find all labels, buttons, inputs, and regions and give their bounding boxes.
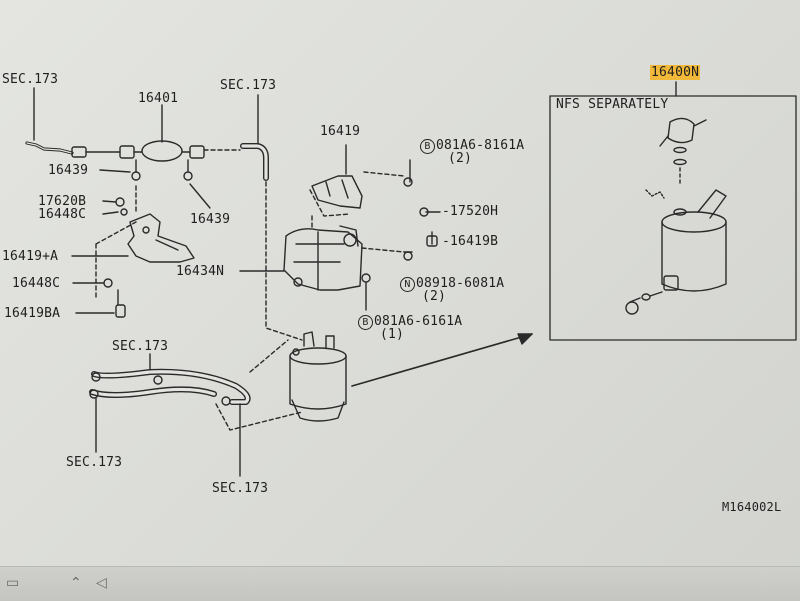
label-bolt-081a6-8161a-qty: (2) <box>448 151 473 166</box>
part-16400n-highlight: 16400N <box>650 65 701 80</box>
speaker-icon[interactable]: ◁ <box>96 575 107 591</box>
chevron-up-icon[interactable]: ⌃ <box>70 575 82 591</box>
circle-n-marker: N <box>400 277 415 292</box>
circle-b-marker: B <box>420 139 435 154</box>
label-part-16434n: 16434N <box>176 264 225 279</box>
detail-box <box>549 95 797 341</box>
label-part-16419a: 16419+A <box>2 249 59 264</box>
label-part-16448c-top: 16448C <box>38 207 87 222</box>
fuel-filter-16400n-drawing <box>289 331 347 422</box>
hose-16401-drawing <box>25 140 241 181</box>
label-part-16439-right: 16439 <box>190 212 231 227</box>
bolt-b1-partno: 081A6-8161A <box>436 138 525 153</box>
part-17520h-text: 17520H <box>450 204 499 219</box>
label-bolt-081a6-6161a-qty: (1) <box>380 327 405 342</box>
label-nfs-separately: NFS SEPARATELY <box>556 97 669 112</box>
bracket-16419a-drawing <box>127 213 195 263</box>
detail-fitting-drawing <box>659 117 707 187</box>
label-nut-08918-6081a-qty: (2) <box>422 289 447 304</box>
label-part-16448c-bottom: 16448C <box>12 276 61 291</box>
label-part-17520h: -17520H <box>442 204 499 219</box>
label-part-17620b: 17620B <box>38 194 87 209</box>
window-icon[interactable]: ▭ <box>6 575 20 591</box>
label-part-16419ba: 16419BA <box>4 306 61 321</box>
bolt-b2-partno: 081A6-6161A <box>374 314 463 329</box>
label-sec173-top-left: SEC.173 <box>2 72 59 87</box>
hose-sec173-top-drawing <box>240 143 269 181</box>
lower-hose-drawing <box>89 368 251 406</box>
label-sec173-lower-top: SEC.173 <box>112 339 169 354</box>
filter-housing-16434n-drawing <box>283 225 363 291</box>
figure-code: M164002L <box>722 500 782 514</box>
nut-n1-partno: 08918-6081A <box>416 276 505 291</box>
taskbar: ▭ ⌃ ◁ <box>0 566 800 601</box>
detail-canister-drawing <box>625 189 727 315</box>
label-sec173-lower-left: SEC.173 <box>66 455 123 470</box>
label-part-16419b: -16419B <box>442 234 499 249</box>
circle-b-marker-2: B <box>358 315 373 330</box>
label-part-16439-left: 16439 <box>48 163 89 178</box>
label-part-16401: 16401 <box>138 91 179 106</box>
label-part-16419: 16419 <box>320 124 361 139</box>
label-part-16400n: 16400N <box>650 65 701 80</box>
label-sec173-top-center: SEC.173 <box>220 78 277 93</box>
bracket-16419-drawing <box>311 144 363 209</box>
label-sec173-lower-right: SEC.173 <box>212 481 269 496</box>
part-16419b-text: 16419B <box>450 234 499 249</box>
